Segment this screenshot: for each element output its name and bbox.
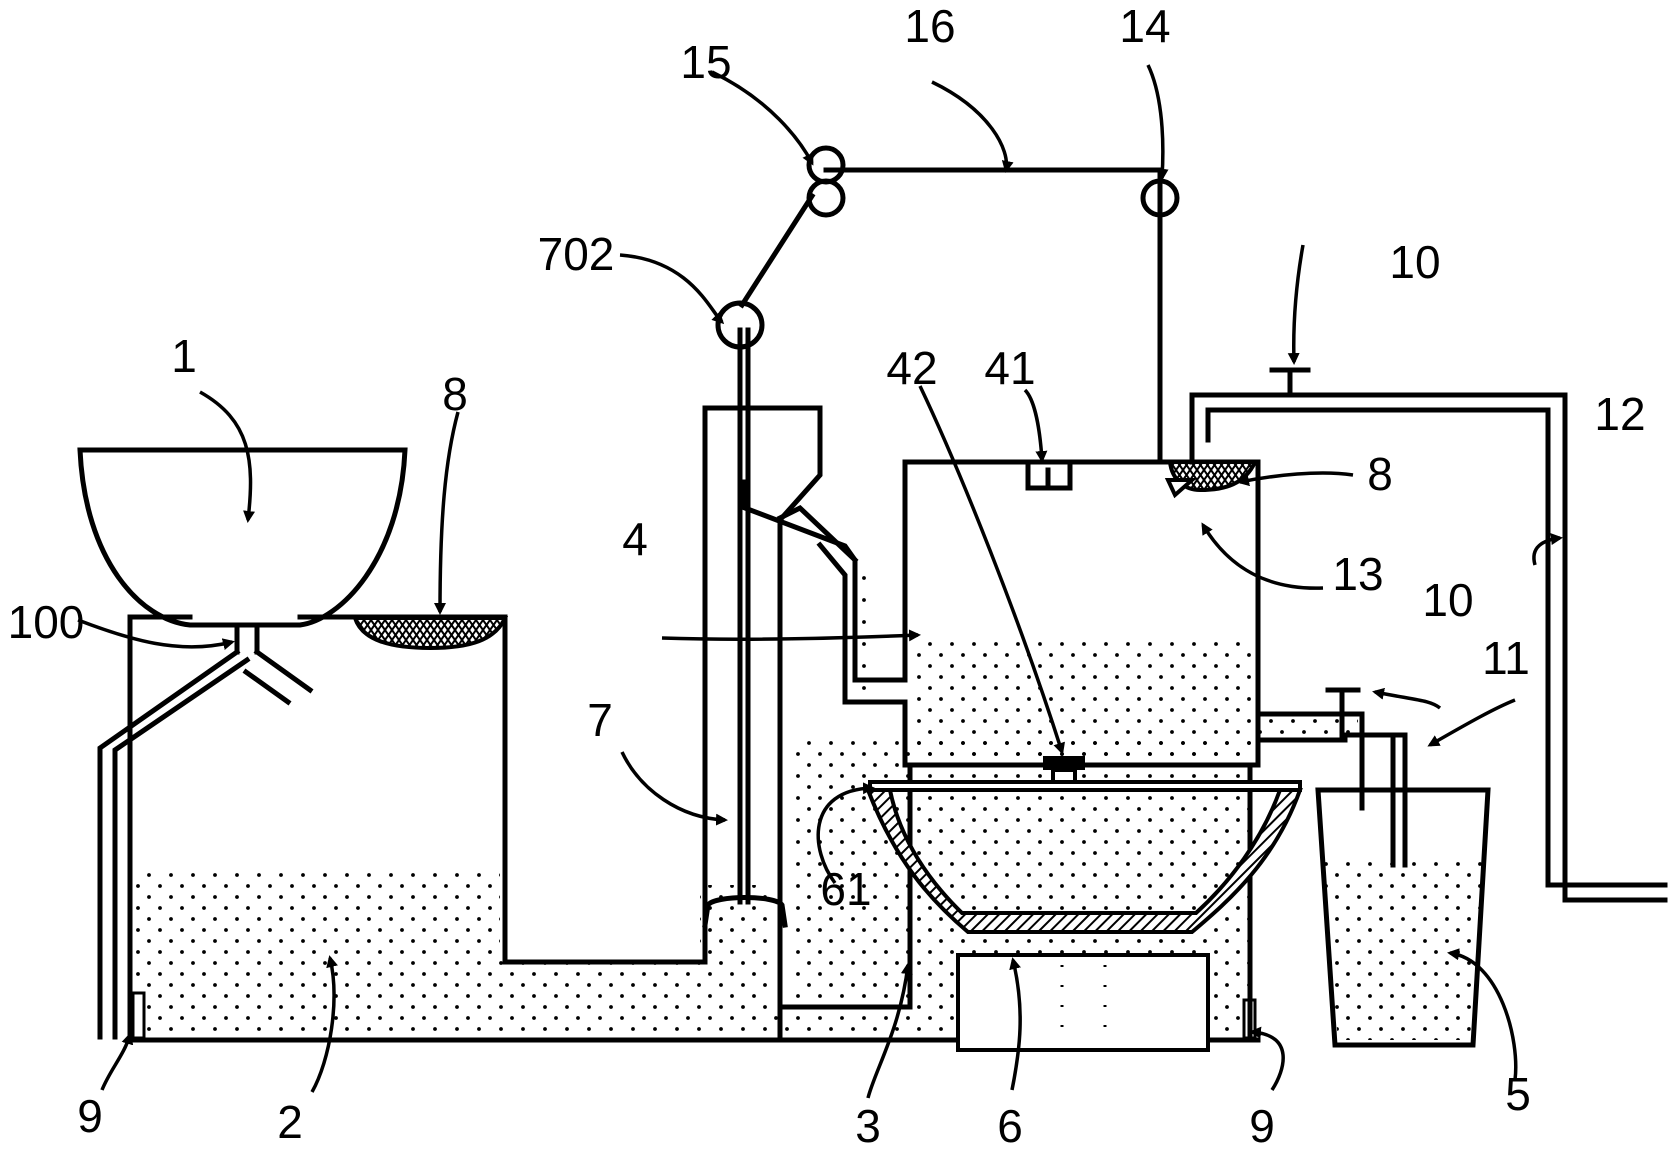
label-pulley-right: 14 — [1119, 0, 1170, 52]
sensor-left-mark — [131, 991, 146, 1040]
label-valve-mid: 10 — [1422, 574, 1473, 626]
cup-water — [1322, 862, 1482, 1040]
lever-pivot — [715, 300, 765, 350]
water-fills — [130, 565, 1482, 1040]
supply-pipe — [1189, 367, 1668, 903]
label-pot-rim: 61 — [820, 863, 871, 915]
label-upper-tank: 4 — [622, 513, 648, 565]
label-float-valve: 13 — [1332, 548, 1383, 600]
drain-fitting — [97, 622, 314, 1040]
part-labels: 1 8 100 10 15 16 14 702 42 41 12 8 4 13 … — [8, 0, 1646, 1152]
label-pulley-left: 15 — [680, 36, 731, 88]
label-drain-outlet: 42 — [886, 342, 937, 394]
label-bowl: 1 — [171, 330, 197, 382]
upper-tank-water — [910, 635, 1258, 765]
label-filter-right: 8 — [1367, 448, 1393, 500]
leader-lines — [77, 64, 1563, 1099]
inlet-water — [855, 565, 873, 690]
label-riser: 7 — [587, 694, 613, 746]
label-filter-left: 8 — [442, 368, 468, 420]
label-lever-pivot: 702 — [538, 228, 615, 280]
bowl — [77, 447, 408, 628]
lower-tank-water — [130, 867, 1200, 1035]
lever-rod — [702, 327, 788, 928]
chamber-water — [790, 740, 1255, 1035]
float-valve-mark — [1164, 478, 1198, 499]
pulley-right — [1140, 178, 1180, 218]
label-pot: 6 — [997, 1100, 1023, 1152]
label-supply-pipe: 12 — [1594, 388, 1645, 440]
label-basin-chamber: 3 — [855, 1100, 881, 1152]
label-drain-fitting: 100 — [8, 596, 85, 648]
drain-outlet-mark — [1043, 756, 1085, 770]
label-tap-pipe: 11 — [1482, 632, 1530, 684]
cup — [1315, 787, 1491, 1048]
pipe-water — [1258, 718, 1358, 737]
filter-left — [352, 616, 509, 651]
label-cup: 5 — [1505, 1068, 1531, 1120]
pulley-left-bottom — [806, 178, 846, 218]
label-lower-tank: 2 — [277, 1096, 303, 1148]
label-sensor-right: 9 — [1249, 1100, 1275, 1152]
label-vent: 41 — [984, 342, 1035, 394]
pulley-system — [715, 145, 1180, 465]
label-valve-top: 10 — [1389, 236, 1440, 288]
vent — [1025, 459, 1073, 491]
pulley-left-top — [806, 145, 846, 185]
label-cable: 16 — [904, 0, 955, 52]
valve-mid-mark — [1325, 687, 1361, 738]
label-sensor-left: 9 — [77, 1090, 103, 1142]
